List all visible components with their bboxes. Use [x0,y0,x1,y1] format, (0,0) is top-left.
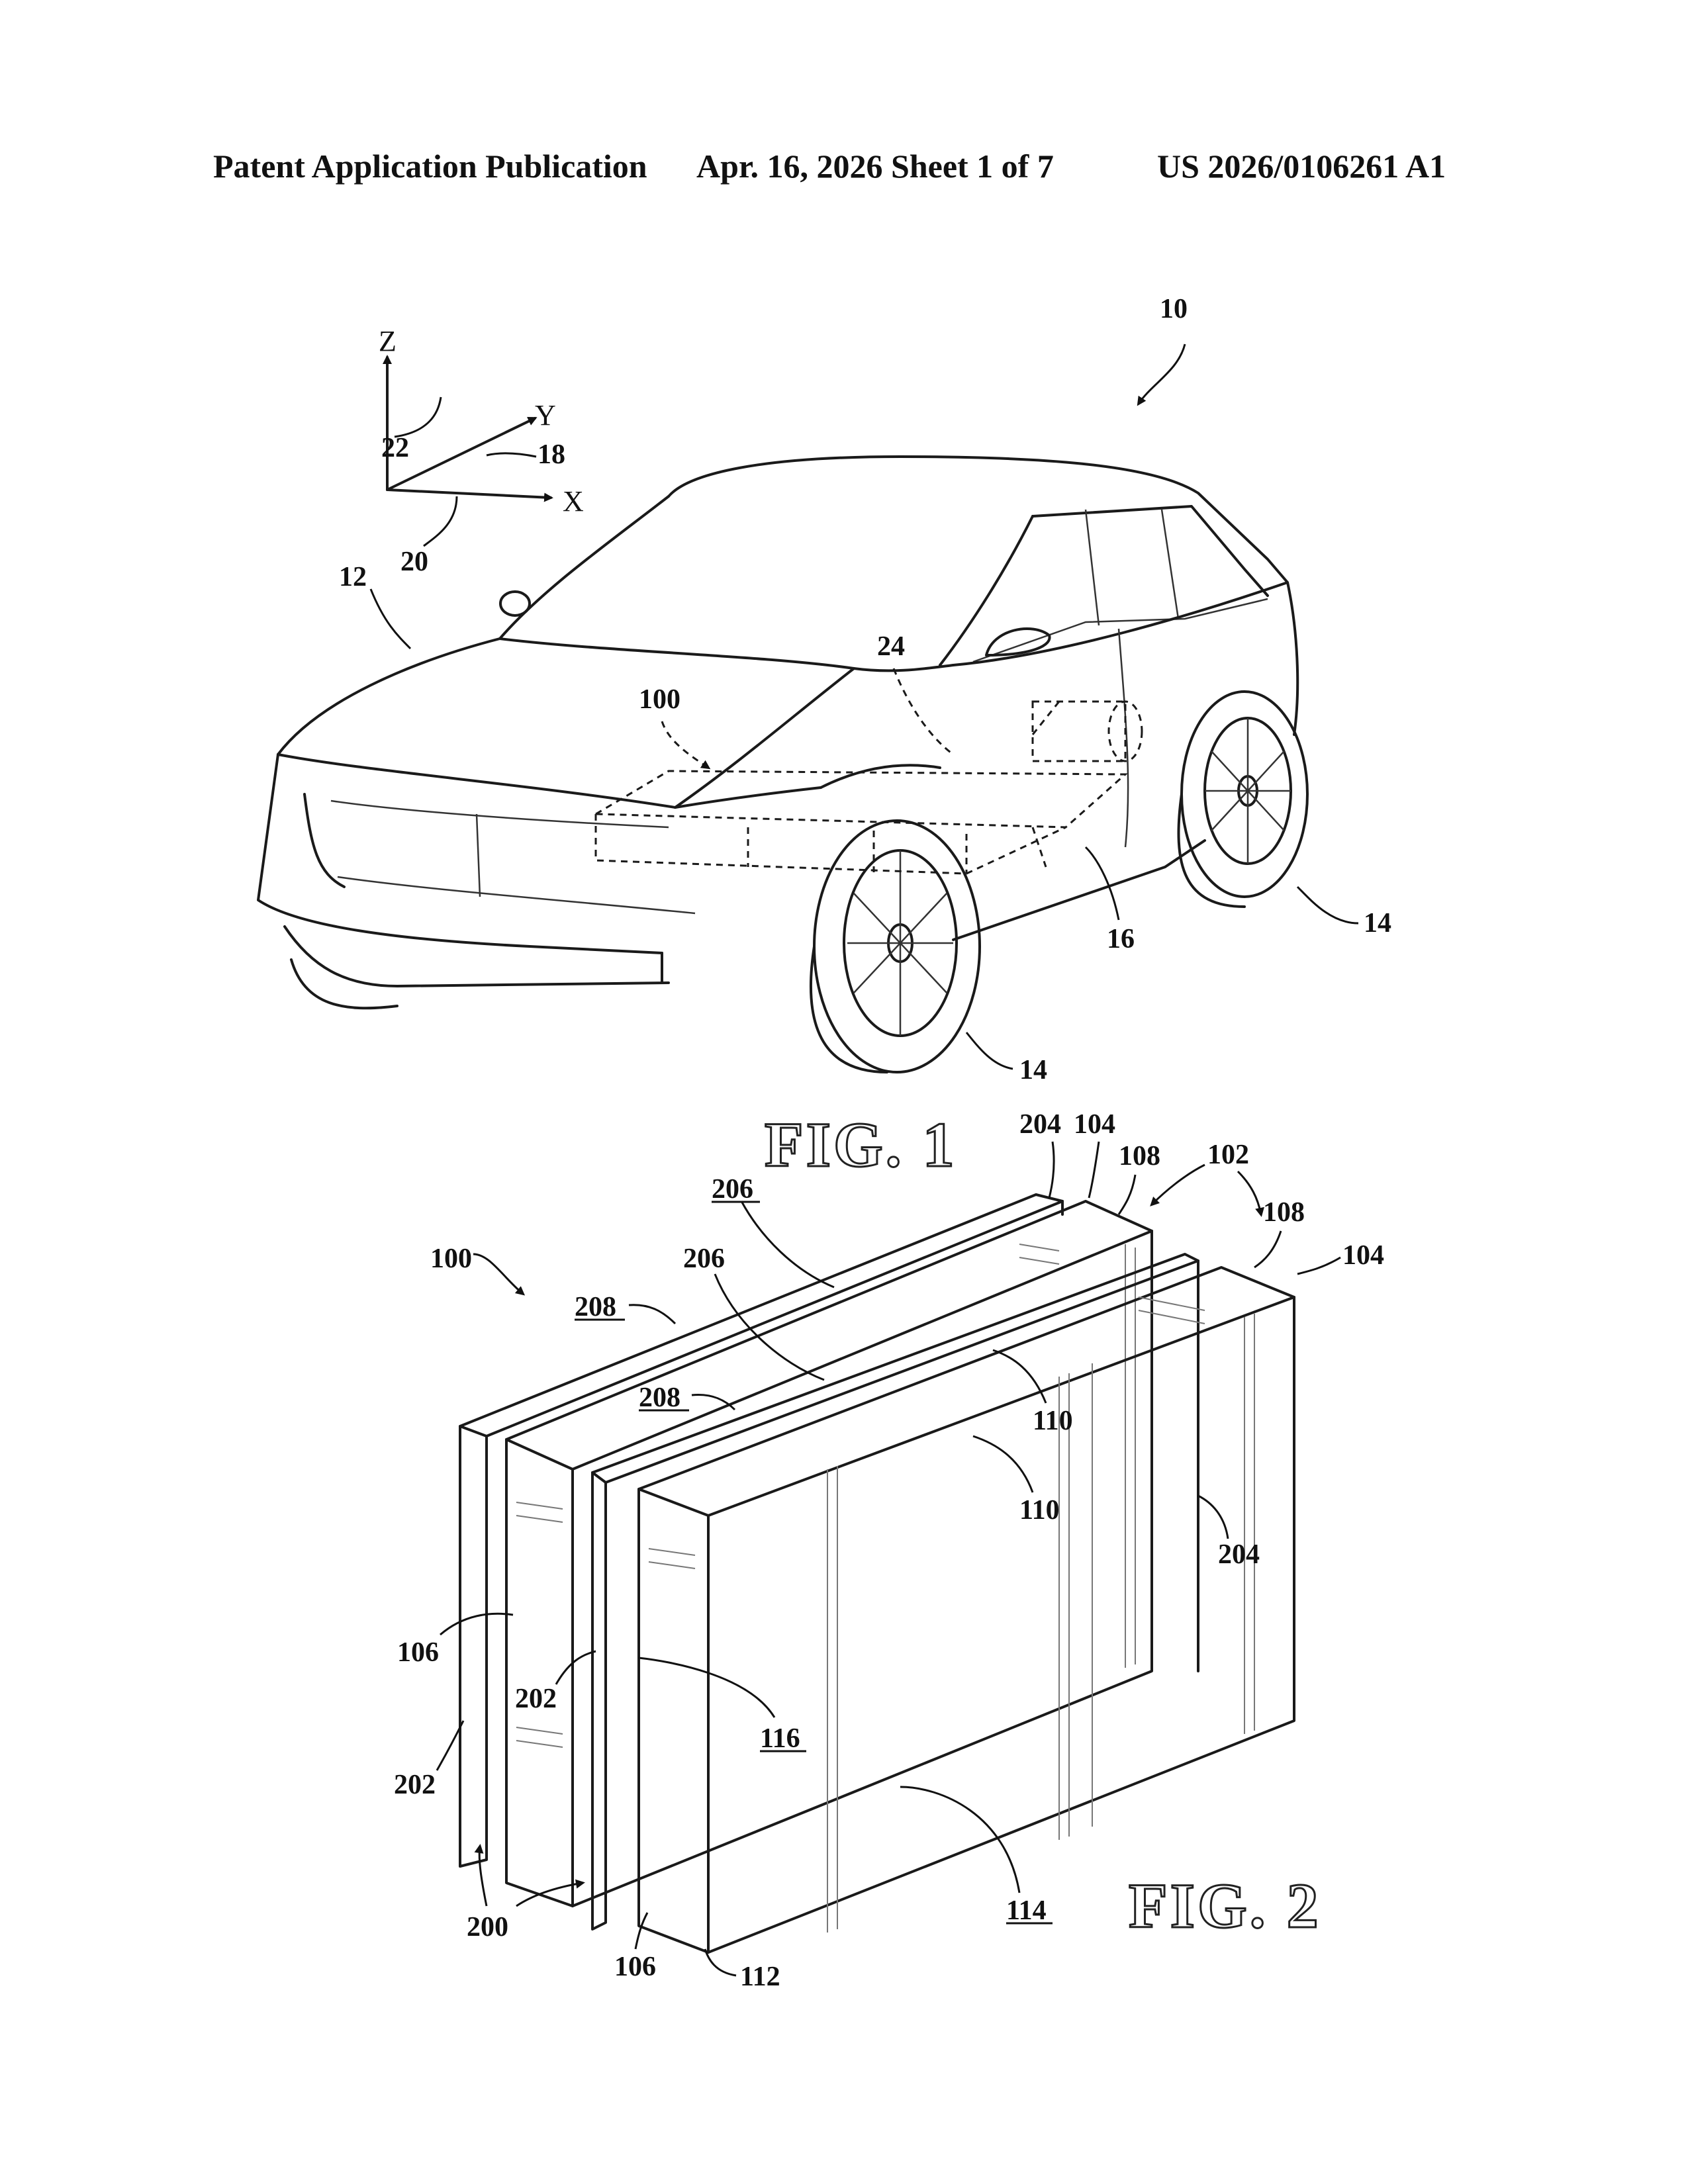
ref-200: 200 [467,1912,508,1942]
leader-206-a [741,1201,834,1287]
ref-14-front: 14 [1019,1055,1047,1085]
grille-divider [477,814,480,897]
ref-22: 22 [381,433,409,463]
leader-114 [900,1787,1019,1893]
ref-102: 102 [1207,1140,1249,1170]
hood-left-edge [278,639,500,754]
figure-2: 100 204 104 108 102 108 104 206 206 208 … [394,1109,1384,1992]
hood-right-edge [675,668,854,807]
leader-100-fig2 [473,1254,523,1294]
x-axis-label: X [563,485,584,518]
leader-116 [639,1658,774,1717]
battery-sides [596,814,1066,874]
front-wheel [811,821,980,1072]
leader-204-side [1198,1496,1228,1539]
ref-10: 10 [1160,294,1188,324]
leader-202-a [556,1651,596,1684]
rocker-panel [953,841,1205,940]
y-axis-label: Y [535,399,556,432]
hood-front-edge [278,754,675,807]
ref-110-b: 110 [1019,1495,1060,1525]
ref-202-b: 202 [394,1770,436,1800]
roof-outline [669,457,1288,582]
leader-22 [395,397,441,437]
ref-108-right: 108 [1263,1197,1305,1228]
figure-1: Z Y X [258,294,1391,1180]
ref-110-a: 110 [1033,1406,1073,1436]
x-axis-line [387,490,551,498]
leader-14-rear [1297,887,1358,923]
front-bumper [285,927,669,986]
leader-14-front [966,1032,1013,1069]
headlight-left [305,794,344,887]
ref-104-top: 104 [1074,1109,1115,1140]
ref-20: 20 [400,547,428,577]
grille-bottom [338,877,695,913]
fender-front [821,765,940,788]
ref-114: 114 [1006,1895,1047,1926]
ref-206-b: 206 [683,1244,725,1274]
leader-206-b [715,1274,824,1380]
ref-16: 16 [1107,924,1135,954]
leader-20 [424,496,457,546]
z-axis-label: Z [379,325,397,357]
leader-106-a [440,1614,513,1635]
c-pillar [1162,510,1178,619]
leader-10 [1139,344,1185,404]
motor-housing [1033,702,1125,761]
ref-106-a: 106 [397,1637,439,1668]
ref-204-top: 204 [1019,1109,1061,1140]
leader-12 [371,589,410,649]
leader-208-a [629,1305,675,1324]
ref-112: 112 [740,1962,780,1992]
ref-208-b: 208 [639,1383,680,1413]
ref-206-a: 206 [712,1174,753,1205]
ref-12: 12 [339,562,367,592]
grille-top [331,801,669,827]
ref-204-side: 204 [1218,1539,1260,1570]
fascia-outline [258,754,662,953]
leader-204-top [1049,1142,1054,1198]
ref-104-right: 104 [1342,1240,1384,1271]
leader-104-right [1297,1257,1340,1274]
windshield-left-edge [500,496,669,639]
ref-208-a: 208 [575,1292,616,1322]
ref-100-fig2: 100 [430,1244,472,1274]
fig2-caption: FIG. 2 [1129,1870,1321,1941]
leader-208-b [692,1394,735,1410]
ref-100-fig1: 100 [639,684,680,715]
ref-202-a: 202 [515,1684,557,1714]
mirror-left [500,592,530,615]
ref-14-rear: 14 [1364,908,1391,938]
leader-24 [894,668,953,754]
rear-wheel [1178,692,1307,907]
b-pillar [1086,510,1099,625]
ref-116: 116 [760,1723,800,1754]
ref-106-b: 106 [614,1952,656,1982]
a-pillar [940,516,1033,665]
fig1-caption: FIG. 1 [765,1109,957,1180]
ref-108-top: 108 [1119,1141,1160,1171]
leader-106-b [635,1913,647,1949]
ref-18: 18 [538,439,565,470]
door-seam [1119,629,1128,847]
front-left-tire-hint [291,960,397,1008]
leader-18 [487,453,536,457]
leader-110-b [973,1436,1033,1492]
leader-108-top [1119,1175,1135,1214]
battery-pack-dashed [596,702,1142,874]
coordinate-axes: Z Y X [379,325,584,546]
plate-202-back [460,1195,1062,1866]
leader-100-fig1 [662,721,708,768]
block-106-front [639,1267,1294,1952]
leader-102-b [1238,1171,1261,1214]
leader-110-a [993,1350,1046,1403]
leader-108-right [1254,1231,1281,1267]
battery-top [596,771,1125,827]
leader-104-top [1089,1142,1099,1198]
ref-24: 24 [877,631,905,662]
side-window-top [1033,506,1268,596]
